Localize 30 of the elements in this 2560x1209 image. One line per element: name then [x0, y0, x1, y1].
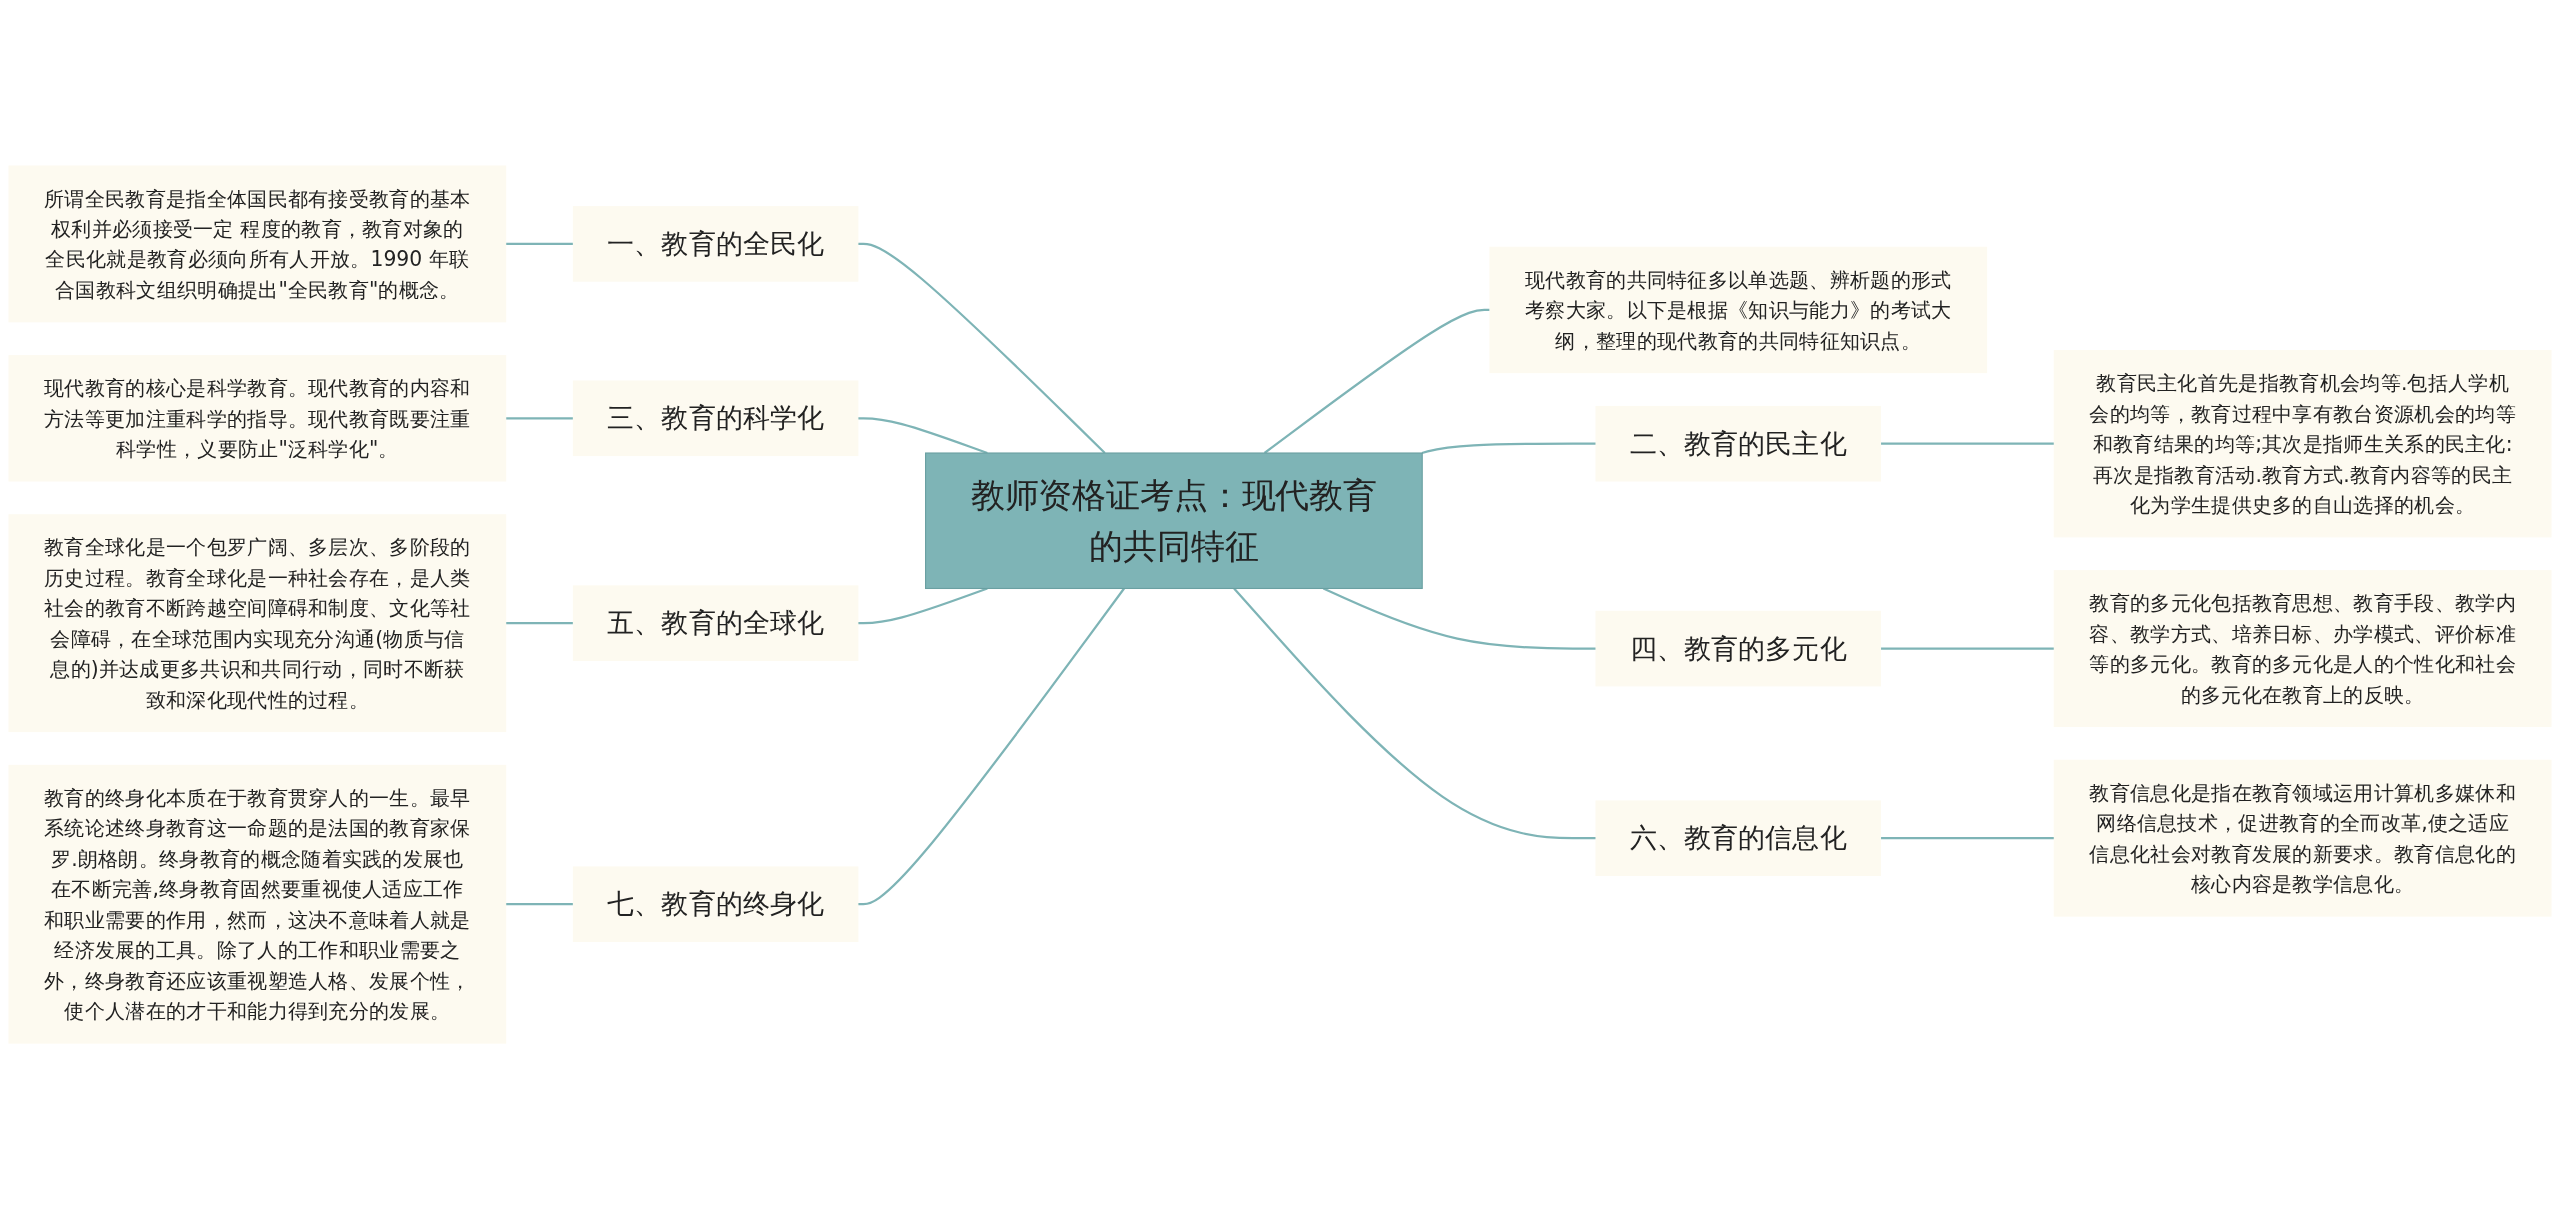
node-box: 教育的多元化包括教育思想、教育手段、教学内容、教学方式、培养日标、办学模式、评价标准等的多元化。教育的多元化是人的个性化和社会的多元化在教育上的反映。	[2053, 570, 2552, 727]
connector	[1233, 587, 1597, 840]
node-box: 所谓全民教育是指全体国民都有接受教育的基本权利并必须接受一定 程度的教育，教育对象的全民化就是教育必须向所有人开放。1990 年联合国教科文组织明确提出"全民教育"的概念。	[8, 165, 507, 323]
node-box: 现代教育的共同特征多以单选题、辨析题的形式考察大家。以下是根据《知识与能力》的考试大纲，整理的现代教育的共同特征知识点。	[1489, 246, 1988, 374]
node-box: 教育的终身化本质在于教育贯穿人的一生。最早系统论述终身教育这一命题的是法国的教育家保罗.朗格朗。终身教育的概念随着实践的发展也在不断完善,终身教育固然要重视使人适应工作和职业需要的作用，然而，这决不意味着人就是经济发展的工具。除了人的工作和职业需要之外，终身教育还应该重视塑造人格、发展个性，使个人潜在的才干和能力得到充分的发展。	[8, 764, 507, 1044]
connector	[505, 417, 574, 420]
connector	[1880, 647, 2055, 650]
node-box: 三、教育的科学化	[572, 380, 859, 457]
connector	[1880, 837, 2055, 840]
node-box: 现代教育的核心是科学教育。现代教育的内容和方法等更加注重科学的指导。现代教育既要注重科学性，义要防止"泛科学化"。	[8, 355, 507, 482]
node-box: 七、教育的终身化	[572, 866, 859, 942]
connector	[857, 587, 1125, 906]
connector	[505, 242, 574, 245]
connector	[1263, 308, 1490, 454]
connector	[857, 242, 1106, 454]
connector	[857, 587, 988, 625]
connector	[505, 903, 574, 906]
node-box: 教育全球化是一个包罗广阔、多层次、多阶段的历史过程。教育全球化是一种社会存在，是人类社会的教育不断跨越空间障碍和制度、文化等社会障碍，在全球范围内实现充分沟通(物质与信息的)并达成更多共识和共同行动，同时不断获致和深化现代性的过程。	[8, 514, 507, 733]
node-box: 教师资格证考点：现代教育的共同特征	[925, 452, 1423, 589]
connector	[505, 622, 574, 625]
node-box: 六、教育的信息化	[1595, 800, 1882, 876]
connector	[1421, 442, 1597, 455]
node-box: 五、教育的全球化	[572, 585, 859, 661]
node-box: 四、教育的多元化	[1595, 610, 1882, 687]
node-box: 一、教育的全民化	[572, 206, 859, 282]
connector	[1322, 587, 1597, 650]
connector	[1880, 442, 2055, 445]
node-box: 教育信息化是指在教育领域运用计算机多媒休和网络信息技术，促进教育的全而改革,使之适应信息化社会对教育发展的新要求。教育信息化的核心内容是教学信息化。	[2053, 759, 2552, 917]
node-box: 教育民主化首先是指教育机会均等.包括人学机会的均等，教育过程中享有教台资源机会的均等和教育结果的均等;其次是指师生关系的民主化:再次是指教育活动.教育方式.教育内容等的民主化为学生提供史多的自山选择的机会。	[2053, 349, 2552, 538]
node-box: 二、教育的民主化	[1595, 405, 1882, 482]
